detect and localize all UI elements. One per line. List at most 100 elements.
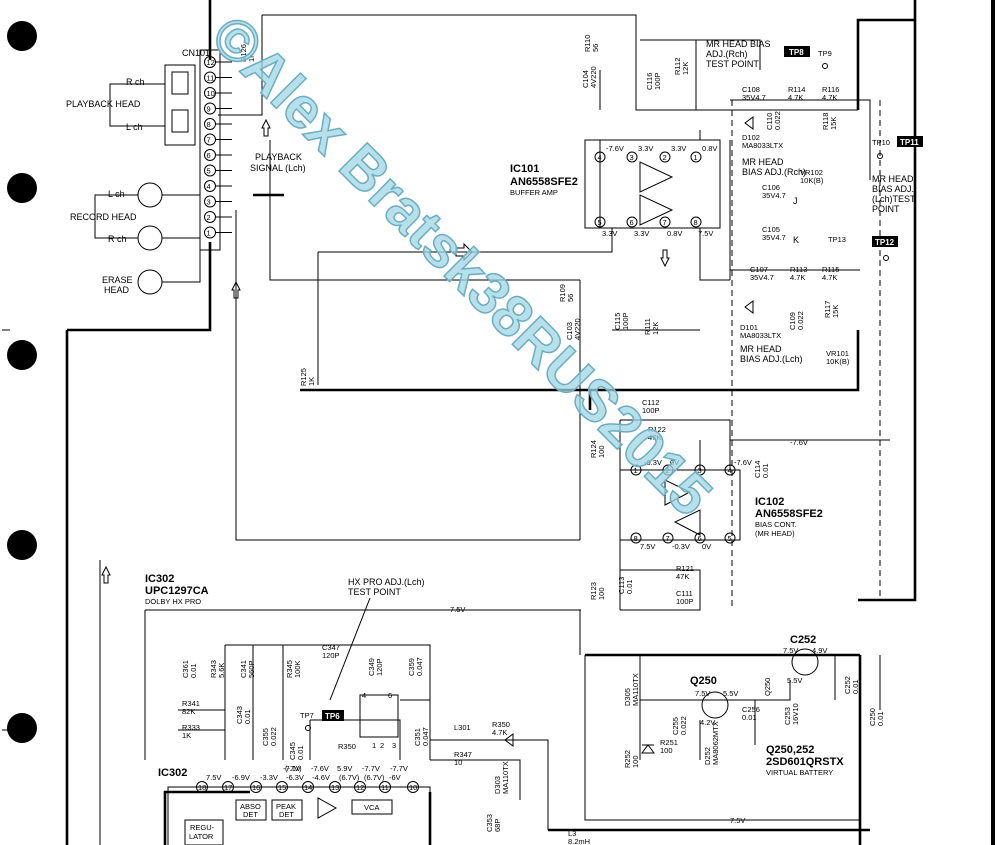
ic102-pin-voltage: 0V	[702, 542, 711, 551]
ic101-pin	[594, 151, 606, 163]
ic302-pin-number: 16	[252, 783, 260, 792]
component-value: 100K	[293, 660, 302, 678]
l301-ref: R350	[338, 742, 356, 751]
ic102-pin-number: 1	[634, 466, 638, 475]
ic302-pin	[329, 781, 341, 793]
tp12-label: TP12	[875, 238, 895, 247]
component-ref: C114	[753, 461, 762, 478]
ic302-pin-voltage: (6.7V)	[339, 773, 360, 782]
ic101-pin-number: 8	[694, 218, 698, 227]
regulator-2: LATOR	[189, 832, 214, 841]
component-value: 35V4.7	[762, 191, 786, 200]
component-ref: R112	[673, 58, 682, 75]
ic302-pin	[302, 781, 314, 793]
component-ref: R117	[823, 301, 832, 318]
ic302-part: UPC1297CA	[145, 585, 209, 597]
component-ref: VR101	[826, 349, 849, 358]
cn101-pin-number: 2	[207, 213, 211, 222]
ic302-pin-number: 17	[224, 783, 232, 792]
ic302-pin-voltage-alt: -7.6V	[311, 764, 329, 773]
component-value: 12K	[681, 62, 690, 75]
ic102-pin-number: 3	[698, 466, 702, 475]
component-value: 0.01	[742, 713, 757, 722]
component-ref: C104	[581, 70, 590, 88]
ic302-pin-number: 15	[278, 783, 286, 792]
component-value: 68P	[493, 819, 502, 832]
cn101-pin-number: 10	[207, 89, 215, 98]
cn101-pin-number: 11	[207, 74, 215, 83]
v-75-a: 7.5V	[450, 605, 465, 614]
peak-det-2: DET	[279, 810, 294, 819]
binder-hole	[7, 173, 37, 203]
ic102-pin	[630, 464, 642, 476]
v-55-b: 5.5V	[787, 676, 802, 685]
ic101-pin-voltage: 7.5V	[698, 229, 713, 238]
component-ref: R333	[182, 723, 200, 732]
component-ref: C105	[762, 225, 780, 234]
component-value: 15K	[829, 117, 838, 130]
component-value: 56	[566, 294, 575, 302]
ic101-pin	[626, 216, 638, 228]
component-ref: R118	[821, 113, 830, 130]
component-value: 4.7K	[822, 273, 837, 282]
ic101-pin-number: 5	[598, 218, 602, 227]
ic302-pin	[354, 781, 366, 793]
ic101-ref: IC101	[510, 163, 539, 175]
component-ref: R114	[788, 85, 805, 94]
ic302-pin-voltage-alt: -7.7V	[390, 764, 408, 773]
component-value: MA110TX	[631, 673, 640, 706]
cn101-pin-number: 1	[207, 229, 211, 238]
hx-adj-l2: TEST POINT	[348, 587, 401, 597]
q250-label: C252	[790, 634, 816, 646]
record-head: RECORD HEAD L ch R ch	[70, 182, 200, 251]
l301-pin3: 3	[392, 741, 396, 750]
component-value: 0.01	[761, 463, 770, 478]
component-value: 15K	[831, 305, 840, 318]
cn101-pin-number: 9	[207, 105, 211, 114]
ic102-pin	[662, 464, 674, 476]
r-ch-label: R ch	[126, 77, 145, 87]
ic102-ref: IC102	[755, 496, 784, 508]
ic302-pin	[379, 781, 391, 793]
ic101-pin-voltage: 3.3V	[638, 144, 653, 153]
l-ch-label: L ch	[126, 122, 143, 132]
component-value: 0.022	[679, 716, 688, 735]
component-value: 0.01	[243, 709, 252, 724]
cn101-pin-number: 12	[207, 58, 215, 67]
ic101-pin	[594, 216, 606, 228]
ic102-pin	[662, 532, 674, 544]
component-ref: R109	[558, 284, 567, 302]
component-ref: L3	[568, 829, 576, 838]
ground-traces	[65, 0, 917, 845]
mr-bias-r-l3: TEST POINT	[706, 59, 759, 69]
dashed-traces	[445, 100, 890, 831]
tp13-label: TP13	[828, 235, 846, 244]
component-value: 47K	[648, 433, 661, 442]
component-value: 100	[597, 587, 606, 600]
tp10-label: TP10	[872, 138, 890, 147]
regulator-1: REGU-	[190, 823, 215, 832]
component-value: 4.7K	[492, 728, 507, 737]
component-ref: C361	[181, 660, 190, 678]
component-ref: C103	[565, 322, 574, 340]
component-ref: R252	[623, 750, 632, 768]
component-ref: C256	[742, 705, 760, 714]
